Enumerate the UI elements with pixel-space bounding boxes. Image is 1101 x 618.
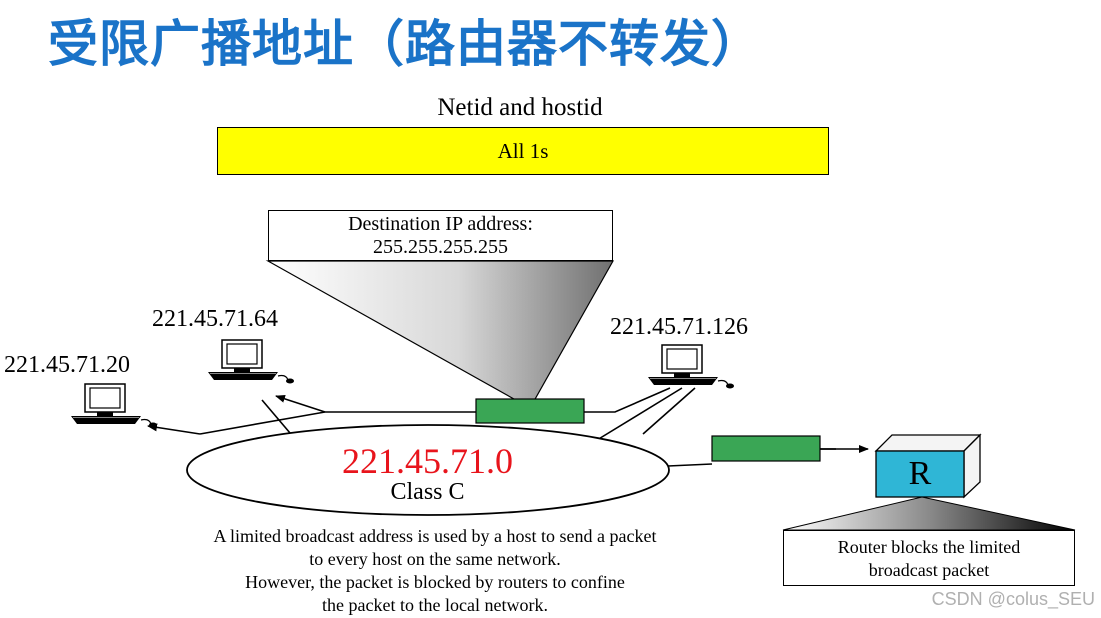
caption-line: the packet to the local network. bbox=[322, 595, 548, 615]
router-label: R bbox=[908, 455, 932, 492]
bitfield-label: Netid and hostid bbox=[437, 94, 603, 121]
router-note: Router blocks the limited broadcast pack… bbox=[783, 530, 1075, 586]
router-icon bbox=[874, 433, 982, 499]
slide-title: 受限广播地址（路由器不转发） bbox=[48, 15, 762, 73]
destination-callout: Destination IP address: 255.255.255.255 bbox=[268, 210, 613, 261]
network-ellipse bbox=[186, 424, 670, 516]
watermark: CSDN @colus_SEU bbox=[931, 589, 1095, 609]
packet-to-router bbox=[711, 435, 821, 462]
destination-label: Destination IP address: bbox=[348, 213, 533, 235]
router-note-line: Router blocks the limited bbox=[837, 537, 1021, 557]
bitfield-box: All 1s bbox=[217, 127, 829, 175]
network-class: Class C bbox=[390, 479, 465, 505]
bitfield-value: All 1s bbox=[497, 138, 549, 163]
router-note-line: broadcast packet bbox=[868, 560, 990, 580]
computer-icon bbox=[647, 344, 735, 390]
computer-icon bbox=[70, 383, 158, 429]
host-ip-label: 221.45.71.64 bbox=[152, 306, 278, 332]
router-callout-cone bbox=[782, 496, 1076, 531]
destination-callout-cone bbox=[265, 260, 615, 409]
host-ip-label: 221.45.71.126 bbox=[610, 314, 748, 340]
caption-line: to every host on the same network. bbox=[309, 549, 561, 569]
caption-line: A limited broadcast address is used by a… bbox=[213, 526, 657, 546]
host-ip-label: 221.45.71.20 bbox=[4, 352, 130, 378]
broadcast-arrows bbox=[147, 394, 869, 453]
network-address: 221.45.71.0 bbox=[342, 441, 513, 481]
computer-icon bbox=[207, 339, 295, 385]
destination-address: 255.255.255.255 bbox=[373, 236, 508, 258]
caption: A limited broadcast address is used by a… bbox=[110, 525, 760, 617]
packet-broadcast bbox=[475, 398, 585, 424]
caption-line: However, the packet is blocked by router… bbox=[245, 572, 625, 592]
